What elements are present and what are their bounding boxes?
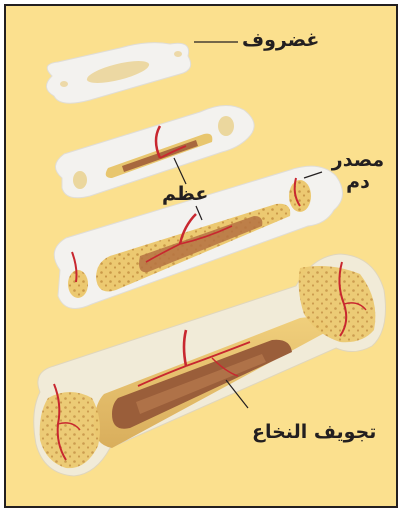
bone-label: عظم — [162, 184, 208, 206]
marrow-cavity-label: تجويف النخاع — [252, 422, 376, 444]
blood-source-label: مصدر دم — [328, 150, 388, 194]
cartilage-label: غضروف — [242, 30, 319, 52]
